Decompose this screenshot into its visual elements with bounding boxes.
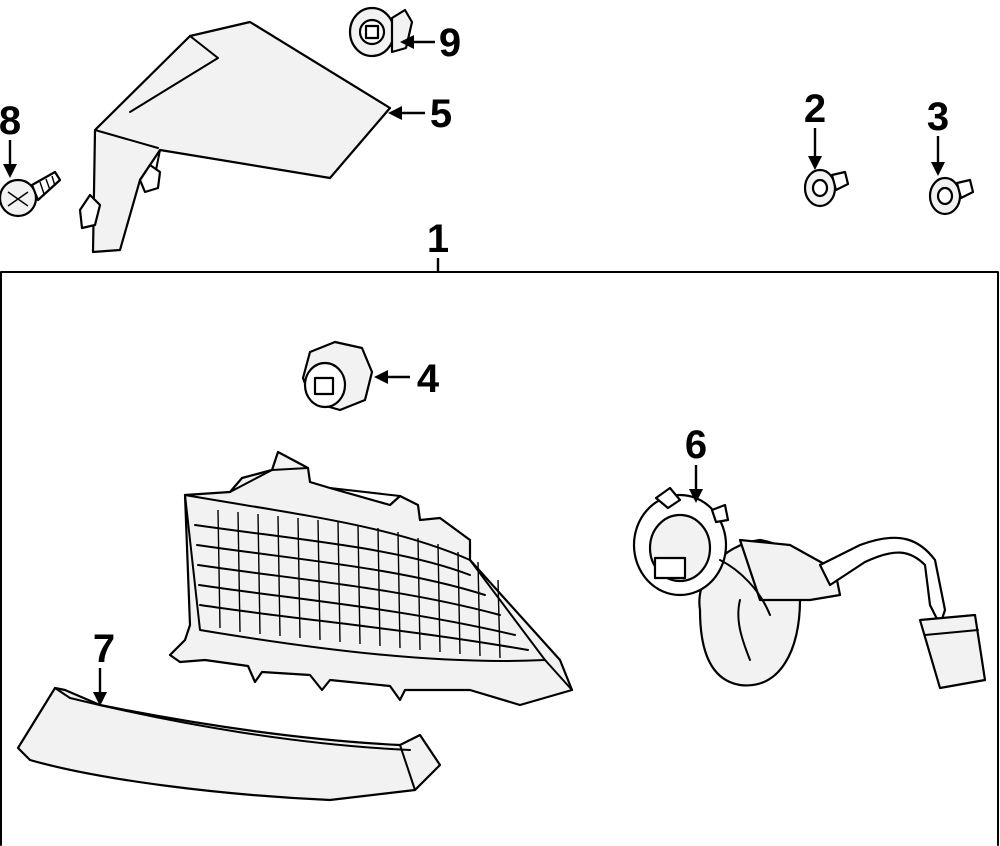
grommet-nut-icon [301, 340, 410, 412]
callout-9: 9 [439, 21, 461, 65]
callout-3: 3 [927, 95, 949, 139]
callout-1: 1 [427, 217, 449, 261]
lamp-housing [168, 450, 574, 707]
trim-molding-icon [16, 668, 442, 802]
bulb-socket-harness-icon [632, 465, 987, 690]
callout-5: 5 [430, 92, 452, 136]
callout-6: 6 [685, 423, 707, 467]
callout-7: 7 [93, 627, 115, 671]
grommet-nut-icon [348, 6, 435, 58]
callout-4: 4 [417, 357, 440, 401]
push-clip-icon [928, 136, 975, 216]
assembly-box [0, 258, 999, 846]
callout-8: 8 [0, 99, 21, 143]
screw-icon [0, 140, 62, 218]
bracket-cover-icon [78, 20, 425, 254]
push-clip-icon [803, 128, 850, 208]
callout-2: 2 [804, 87, 826, 131]
